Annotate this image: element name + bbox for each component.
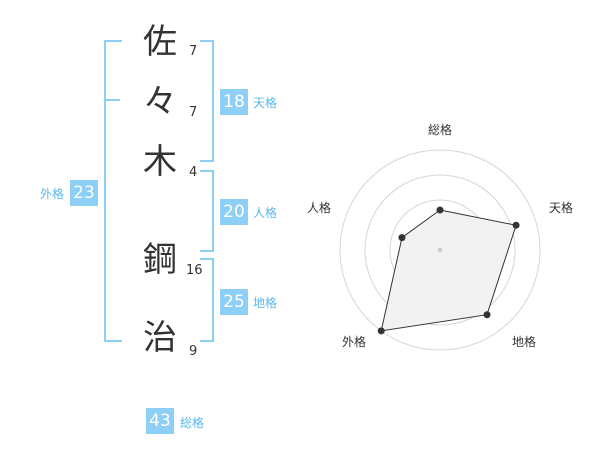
jinkaku-badge: 20 — [220, 199, 248, 225]
stroke-count-1: 7 — [189, 44, 198, 59]
gaikaku-badge: 23 — [70, 180, 98, 206]
stroke-count-2: 7 — [189, 105, 198, 120]
name-char-1: 佐 — [143, 22, 177, 62]
name-char-4: 鋼 — [143, 240, 177, 280]
name-char-3: 木 — [143, 142, 177, 182]
radar-label-gaikaku: 外格 — [342, 334, 366, 349]
name-char-5: 治 — [143, 318, 177, 358]
gaikaku-bracket — [104, 40, 122, 342]
radar-point-3 — [483, 311, 491, 319]
stroke-count-5: 9 — [189, 344, 198, 359]
radar-ring-3 — [364, 174, 516, 326]
radar-label-chikaku: 地格 — [512, 334, 536, 349]
tenkaku-badge: 18 — [220, 89, 248, 115]
tenkaku-bracket — [200, 40, 214, 162]
chikaku-bracket — [200, 258, 214, 342]
name-char-2: 々 — [143, 82, 177, 122]
radar-center-dot — [437, 247, 443, 253]
stroke-count-3: 4 — [189, 165, 198, 180]
jinkaku-bracket — [200, 170, 214, 252]
radar-point-4 — [377, 327, 385, 335]
radar-point-5 — [398, 234, 406, 242]
radar-area — [380, 209, 517, 332]
radar-label-tenkaku: 天格 — [549, 200, 573, 215]
stroke-count-4: 16 — [186, 263, 203, 278]
chikaku-label: 地格 — [253, 296, 278, 310]
soukaku-label: 総格 — [180, 416, 205, 430]
chikaku-badge: 25 — [220, 289, 248, 315]
radar-chart: 総格 天格 地格 外格 人格 — [307, 122, 573, 351]
tenkaku-label: 天格 — [253, 96, 278, 110]
gaikaku-bracket-tick — [104, 99, 120, 101]
radar-label-jinkaku: 人格 — [307, 200, 331, 215]
jinkaku-label: 人格 — [253, 206, 278, 220]
radar-label-soukaku: 総格 — [428, 122, 452, 137]
radar-point-2 — [512, 221, 520, 229]
radar-point-1 — [436, 206, 444, 214]
radar-ring-4 — [339, 149, 541, 351]
gaikaku-label: 外格 — [40, 187, 65, 201]
soukaku-badge: 43 — [146, 408, 174, 434]
